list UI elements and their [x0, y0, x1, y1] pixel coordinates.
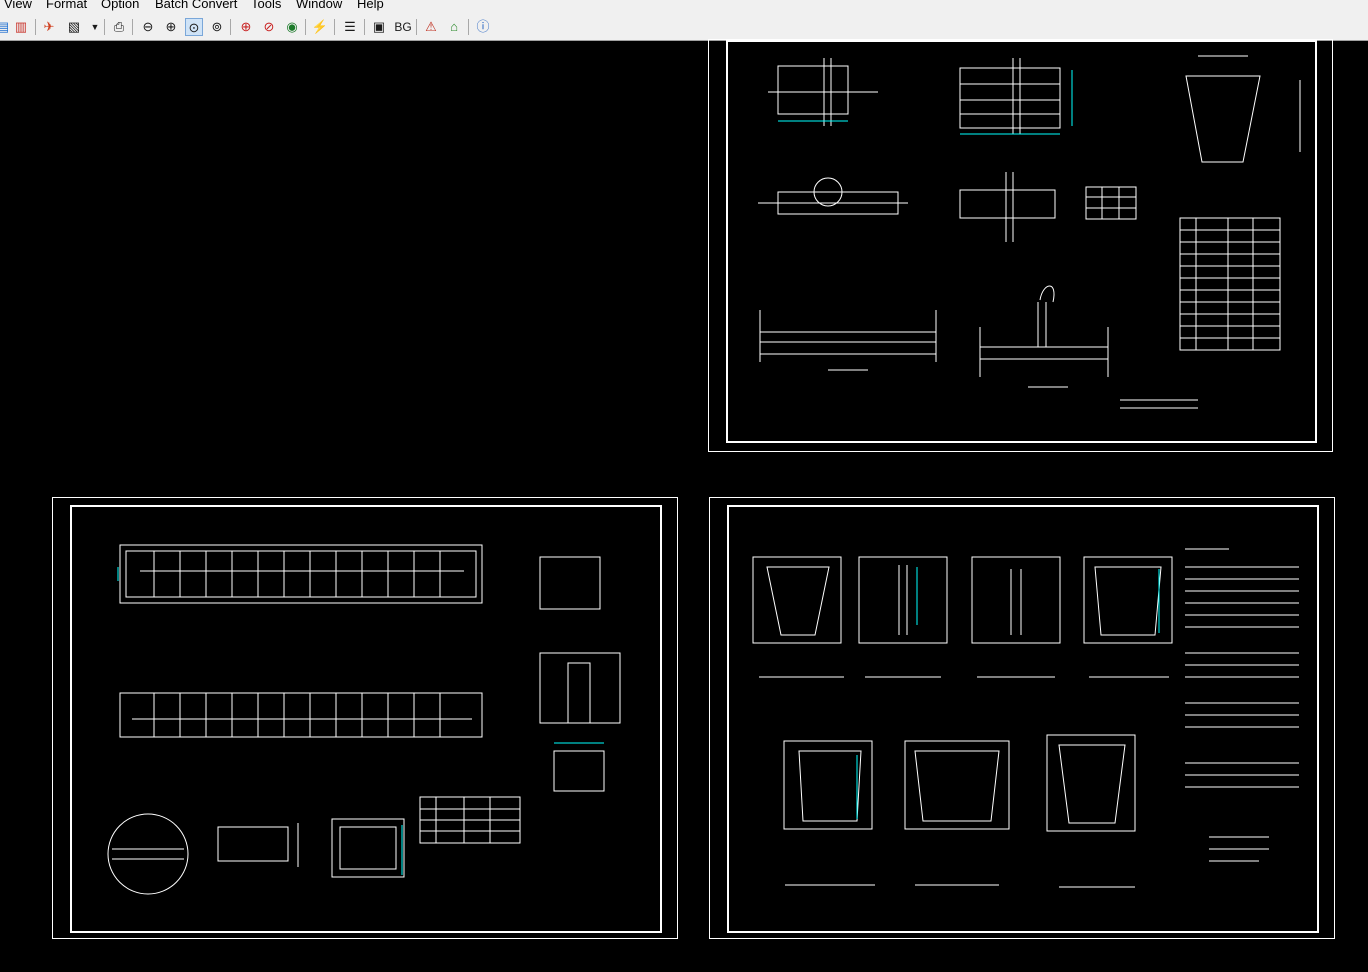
layout-icon[interactable]: ▣	[372, 19, 386, 34]
menu-view[interactable]: View	[4, 0, 32, 11]
menu-format[interactable]: Format	[46, 0, 88, 11]
pan-icon[interactable]: ◉	[286, 19, 298, 34]
zoom-previous-icon[interactable]: ⊘	[263, 19, 275, 34]
sheet-border	[726, 40, 1317, 443]
toolbar-separator	[334, 19, 335, 35]
toolbar-separator	[305, 19, 306, 35]
toolbar-separator	[35, 19, 36, 35]
sheet-drawing	[758, 55, 1301, 409]
toolbar-separator	[132, 19, 133, 35]
toolbar-separator	[416, 19, 417, 35]
menu-window[interactable]: Window	[296, 0, 343, 11]
zoom-in-icon[interactable]: ⊕	[165, 19, 177, 34]
batch-icon[interactable]: ▧	[67, 19, 81, 34]
background-toggle-button[interactable]: BG	[394, 20, 412, 34]
measure-icon[interactable]: ⚡	[311, 19, 329, 34]
convert-icon[interactable]: ✈	[43, 19, 55, 34]
toolbar-separator	[468, 19, 469, 35]
sheet-border	[70, 505, 662, 933]
zoom-window-icon[interactable]: ⊙	[185, 18, 203, 36]
sheet-drawing	[752, 548, 1299, 888]
toolbar-separator	[104, 19, 105, 35]
toolbar: ▤ ▥ ✈ ▧ ▼ ⎙ ⊖ ⊕ ⊙ ⊚ ⊕ ⊘ ◉ ⚡ ☰ ▣ BG ⚠ ⌂ ⓘ	[0, 14, 1368, 41]
sheet-border	[727, 505, 1319, 933]
export-icon[interactable]: ▥	[14, 19, 28, 34]
menu-bar: View Format Option Batch Convert Tools W…	[0, 0, 1368, 14]
menu-option[interactable]: Option	[101, 0, 140, 11]
zoom-out-icon[interactable]: ⊖	[142, 19, 154, 34]
layers-icon[interactable]: ☰	[344, 19, 356, 34]
drawing-sheet[interactable]	[709, 497, 1335, 939]
toolbar-separator	[364, 19, 365, 35]
menu-tools[interactable]: Tools	[251, 0, 282, 11]
open-icon[interactable]: ▤	[0, 19, 10, 34]
home-icon[interactable]: ⌂	[450, 19, 458, 34]
zoom-extents-icon[interactable]: ⊕	[240, 19, 252, 34]
drawing-sheet[interactable]	[52, 497, 678, 939]
drawing-canvas[interactable]	[0, 39, 1368, 972]
find-icon[interactable]: ⚠	[425, 19, 437, 34]
print-icon[interactable]: ⎙	[113, 19, 125, 34]
zoom-realtime-icon[interactable]: ⊚	[211, 19, 223, 34]
menu-batch-convert[interactable]: Batch Convert	[155, 0, 238, 11]
menu-help[interactable]: Help	[357, 0, 384, 11]
dropdown-arrow-icon[interactable]: ▼	[90, 22, 100, 32]
drawing-sheet[interactable]	[708, 39, 1333, 452]
toolbar-separator	[230, 19, 231, 35]
sheet-drawing	[107, 544, 621, 895]
info-icon[interactable]: ⓘ	[476, 19, 490, 34]
